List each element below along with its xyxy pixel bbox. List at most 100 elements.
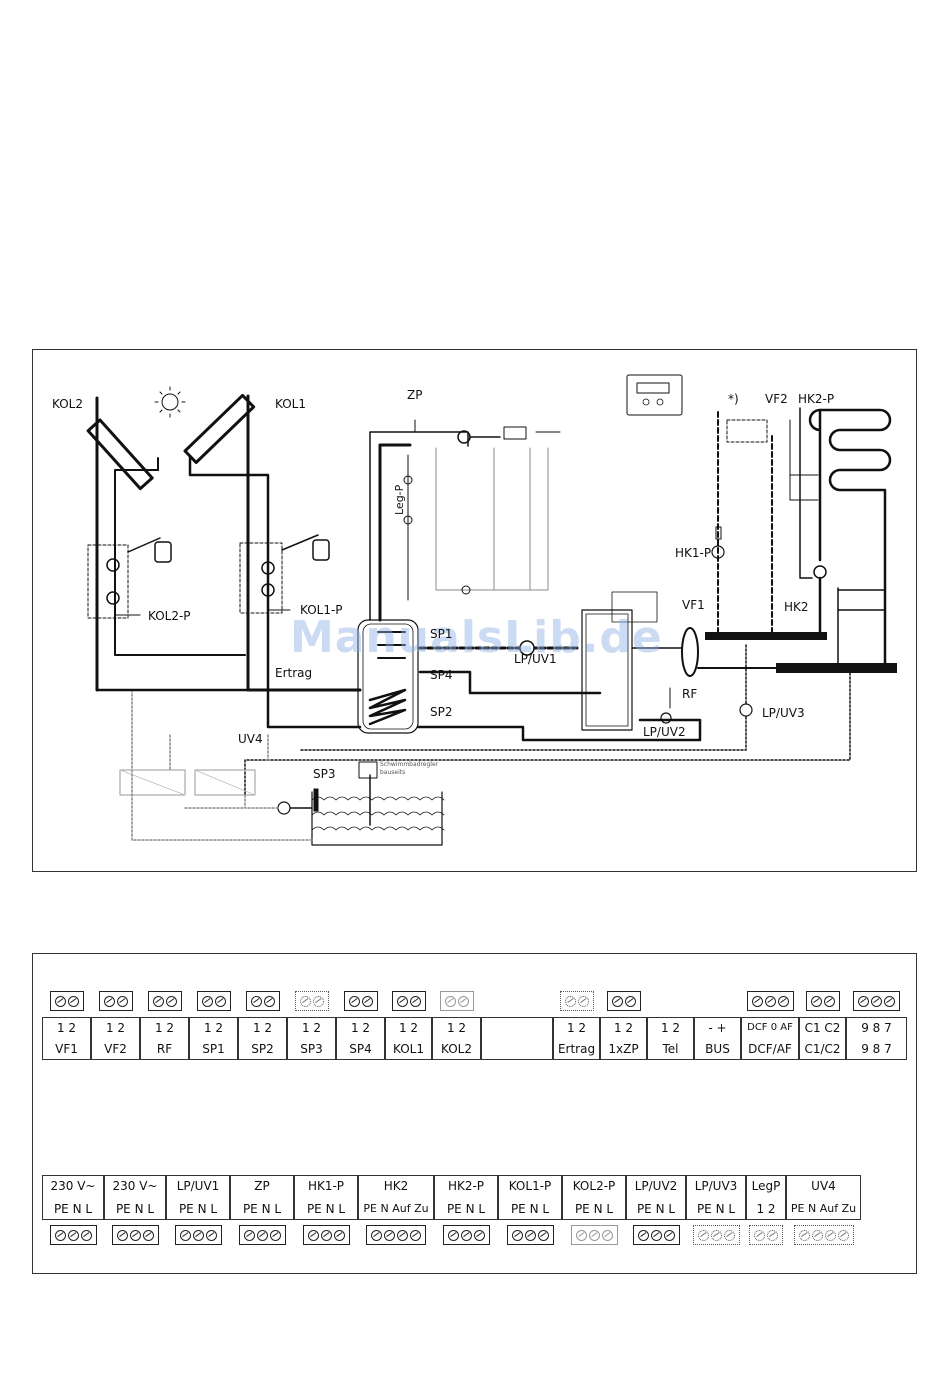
screw-icon (384, 1229, 395, 1241)
screw-icon (538, 1229, 549, 1241)
screw-icon (321, 1229, 332, 1241)
terminal-block (239, 1225, 286, 1245)
screw-icon (397, 995, 408, 1007)
label-ertrag: Ertrag (275, 666, 313, 680)
label-lp-uv2: LP/UV2 (643, 725, 686, 739)
screw-icon (166, 995, 177, 1007)
screw-icon (752, 995, 763, 1007)
screw-icon (565, 995, 576, 1007)
screw-icon (812, 1229, 823, 1241)
terminal-name: SP3 (300, 1042, 323, 1056)
terminal-block (99, 991, 133, 1011)
screw-icon (445, 995, 456, 1007)
terminal-block (607, 991, 641, 1011)
pin-labels: PE N Auf Zu (790, 1202, 857, 1215)
bottom-terminal-cell: 230 V~PE N L (42, 1175, 104, 1220)
terminal-block (443, 1225, 490, 1245)
screw-icon (838, 1229, 849, 1241)
terminal-block (50, 991, 84, 1011)
label-sp1: SP1 (430, 627, 453, 641)
terminal-name: UV4 (811, 1179, 836, 1193)
terminal-block (175, 1225, 222, 1245)
screw-icon (300, 995, 311, 1007)
controller-unit (626, 374, 683, 416)
label-pool-regulator-site: bauseits (380, 769, 406, 776)
screw-icon (711, 1229, 722, 1241)
pin-labels: 1 2 (154, 1021, 175, 1035)
terminal-name: BUS (705, 1042, 730, 1056)
top-terminal-cell (481, 1017, 553, 1060)
screw-icon (193, 1229, 204, 1241)
storage-tank (357, 619, 419, 734)
terminal-name: KOL1 (393, 1042, 424, 1056)
screw-icon (55, 1229, 66, 1241)
terminal-block (295, 991, 329, 1011)
pin-labels: 1 2 (660, 1021, 681, 1035)
screw-icon (371, 1229, 382, 1241)
screw-icon (257, 1229, 268, 1241)
screw-icon (589, 1229, 600, 1241)
collector-kol1 (183, 393, 362, 729)
collector-kol2 (86, 396, 246, 692)
terminal-block (853, 991, 900, 1011)
terminal-block (148, 991, 182, 1011)
label-sp2: SP2 (430, 705, 453, 719)
label-asterisk: *) (728, 392, 739, 406)
screw-icon (308, 1229, 319, 1241)
terminal-block (440, 991, 474, 1011)
screw-icon (55, 995, 66, 1007)
bottom-terminal-cell: 230 V~PE N L (104, 1175, 166, 1220)
pin-labels: PE N L (306, 1202, 346, 1216)
label-kol2: KOL2 (52, 397, 83, 411)
screw-icon (767, 1229, 778, 1241)
screw-icon (215, 995, 226, 1007)
terminal-block (392, 991, 426, 1011)
terminal-name: VF2 (104, 1042, 127, 1056)
screw-icon (724, 1229, 735, 1241)
screw-icon (143, 1229, 154, 1241)
screw-icon (578, 995, 589, 1007)
terminal-name: LP/UV3 (694, 1179, 738, 1193)
terminal-name: LP/UV1 (176, 1179, 220, 1193)
terminal-block (749, 1225, 783, 1245)
label-uv4: UV4 (238, 732, 263, 746)
screw-icon (202, 995, 213, 1007)
terminal-name: HK1-P (307, 1179, 345, 1193)
top-terminal-cell: - +BUS (694, 1017, 741, 1060)
label-sp4: SP4 (430, 668, 453, 682)
terminal-block (693, 1225, 740, 1245)
terminal-block (507, 1225, 554, 1245)
pin-labels: PE N L (178, 1202, 218, 1216)
screw-icon (698, 1229, 709, 1241)
screw-icon (334, 1229, 345, 1241)
screw-icon (461, 1229, 472, 1241)
screw-icon (117, 1229, 128, 1241)
terminal-name: 230 V~ (112, 1179, 158, 1193)
label-lp-uv3: LP/UV3 (762, 706, 805, 720)
screw-icon (448, 1229, 459, 1241)
screw-icon (799, 1229, 810, 1241)
terminal-block (806, 991, 840, 1011)
terminal-name: Ertrag (557, 1042, 596, 1056)
screw-icon (81, 1229, 92, 1241)
label-rf: RF (682, 687, 698, 701)
pin-labels: C1 C2 (804, 1021, 841, 1035)
screw-icon (512, 1229, 523, 1241)
hydraulic-schematic (86, 374, 897, 846)
pin-labels: 1 2 (446, 1021, 467, 1035)
terminal-block (112, 1225, 159, 1245)
terminal-block (197, 991, 231, 1011)
screw-icon (884, 995, 895, 1007)
